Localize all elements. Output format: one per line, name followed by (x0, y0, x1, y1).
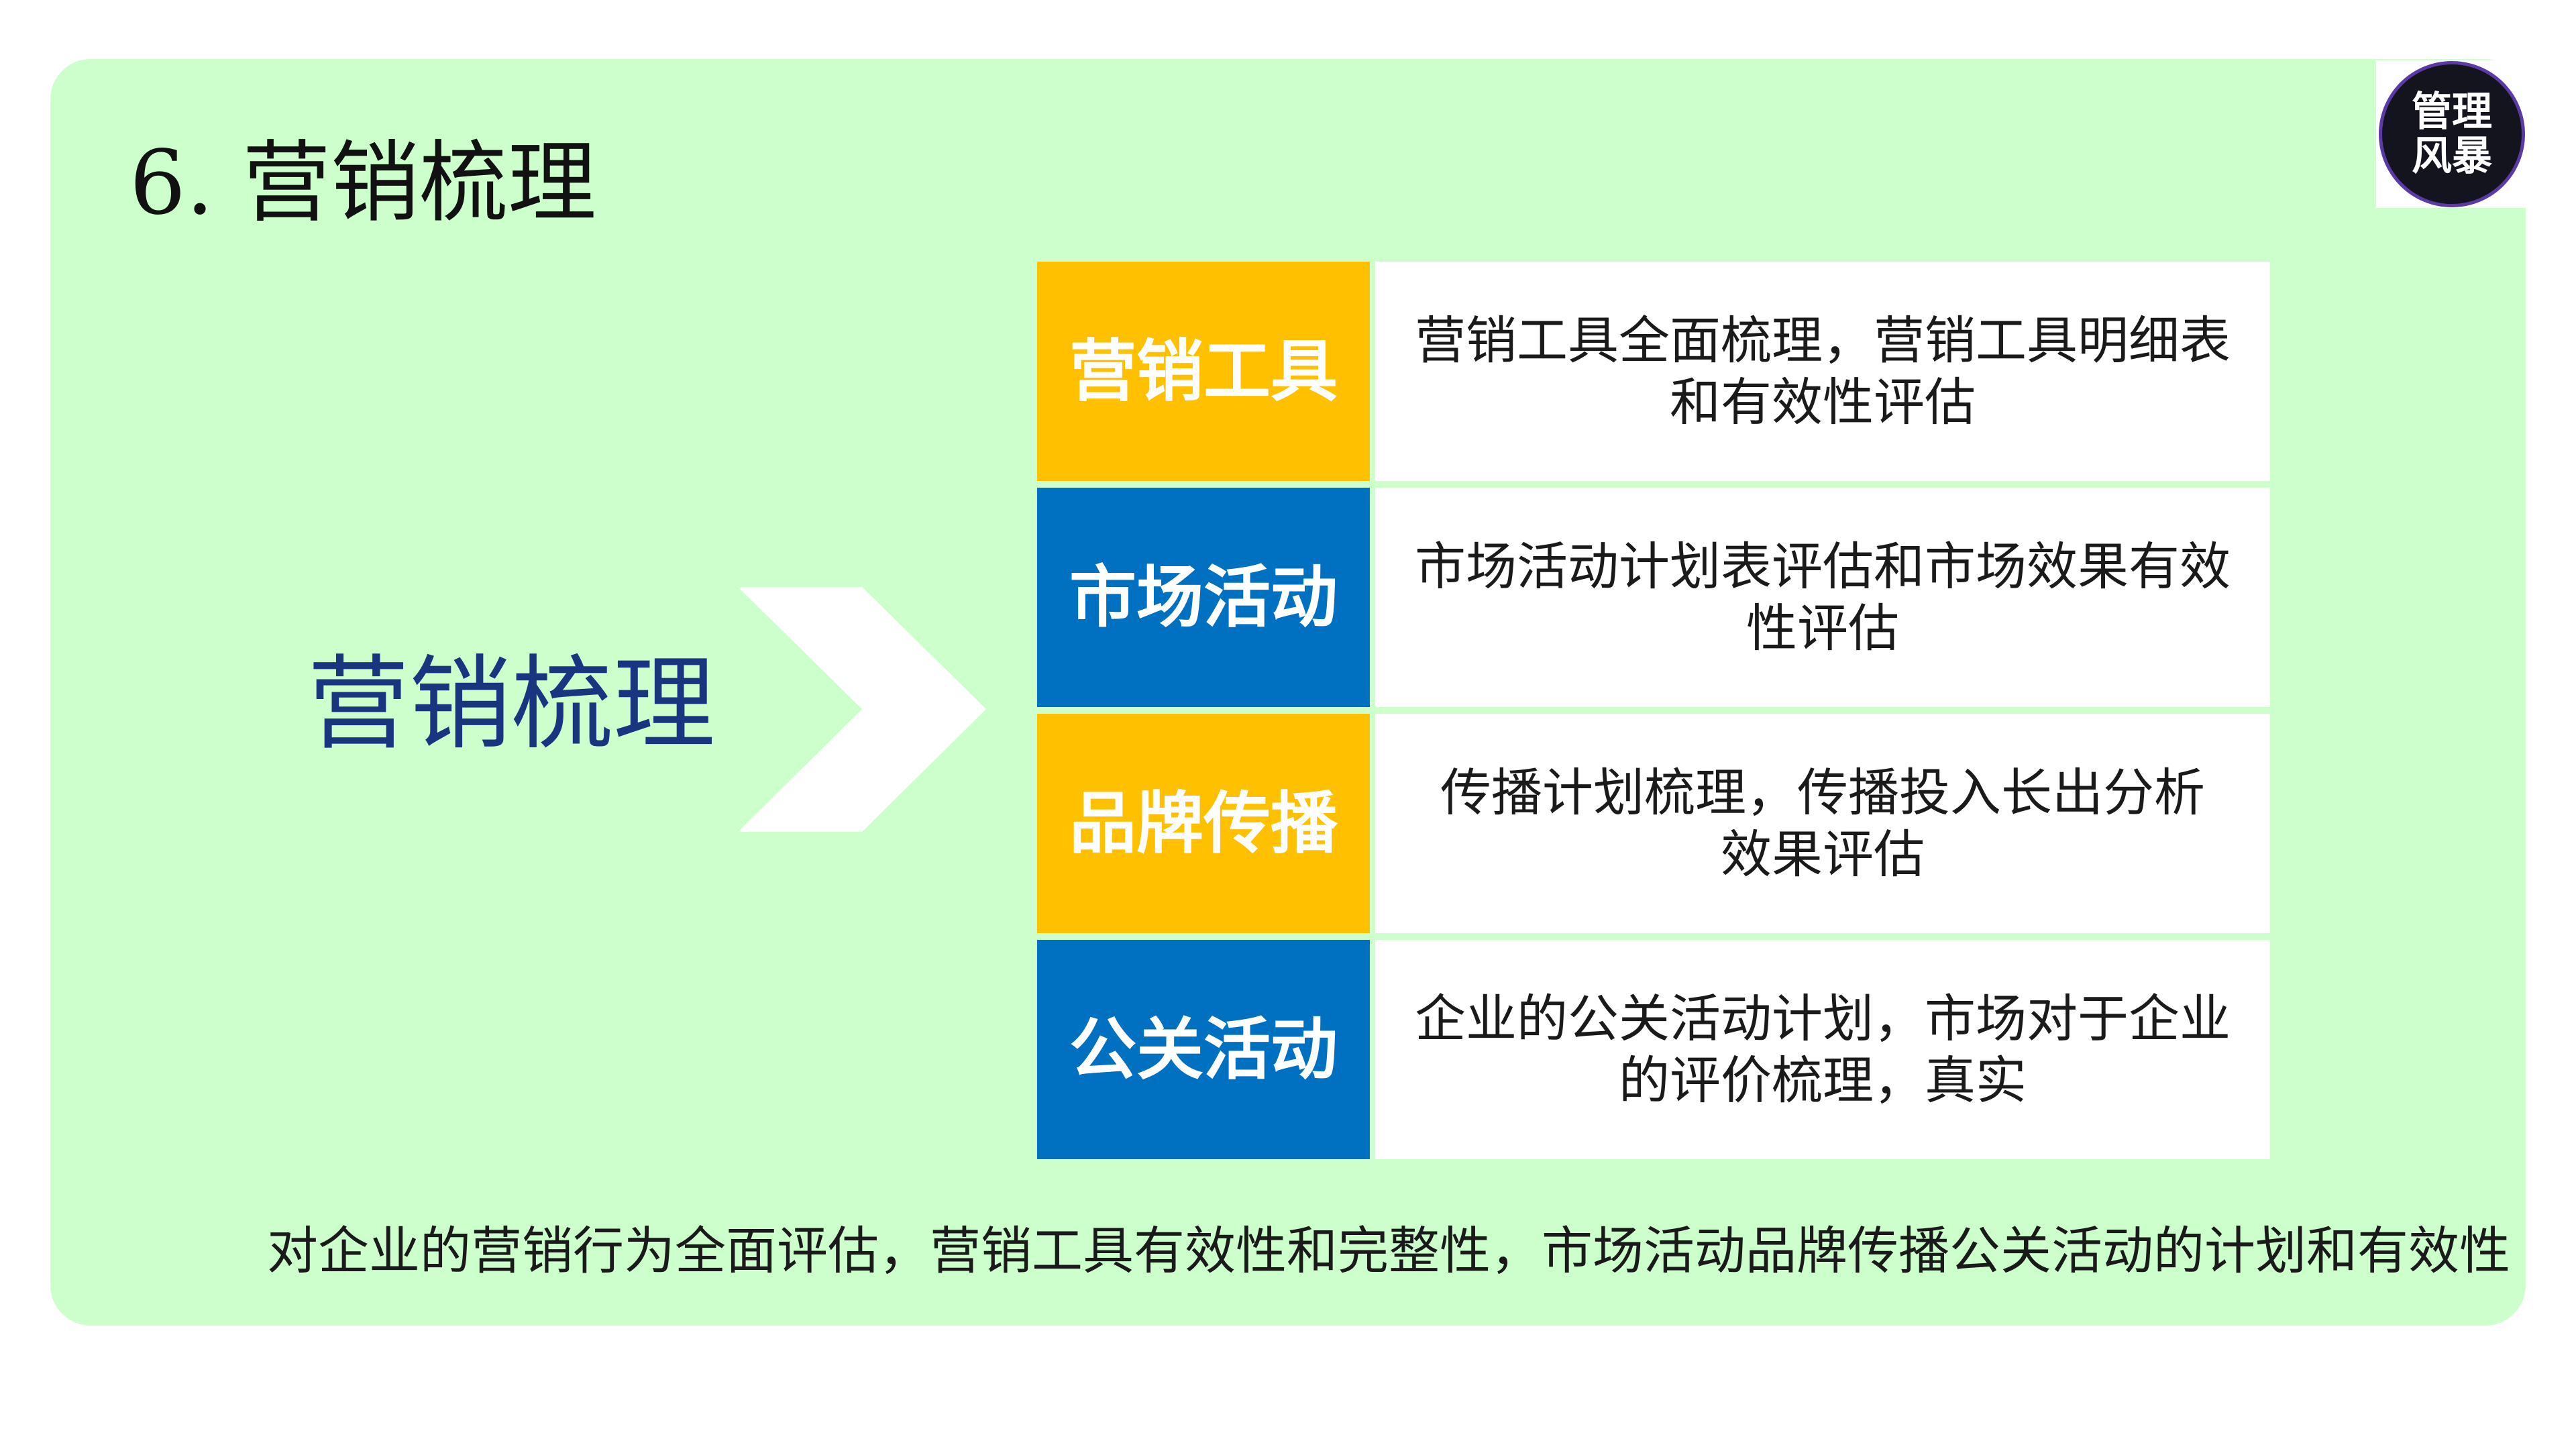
row-brand-communication: 品牌传播 传播计划梳理，传播投入长出分析 效果评估 (1037, 714, 2270, 933)
summary-text: 对企业的营销行为全面评估，营销工具有效性和完整性，市场活动品牌传播公关活动的计划… (267, 1221, 2510, 1281)
row-marketing-tools: 营销工具 营销工具全面梳理，营销工具明细表 和有效性评估 (1037, 262, 2270, 481)
description-box: 传播计划梳理，传播投入长出分析 效果评估 (1375, 714, 2270, 933)
row-market-activities: 市场活动 市场活动计划表评估和市场效果有效 性评估 (1037, 488, 2270, 707)
logo-text-line-2: 风暴 (2412, 133, 2492, 180)
tag-label: 公关活动 (1069, 1010, 1338, 1089)
tag-box: 市场活动 (1037, 488, 1370, 707)
description-line: 和有效性评估 (1670, 372, 1976, 432)
description-box: 市场活动计划表评估和市场效果有效 性评估 (1375, 488, 2270, 707)
tag-label: 市场活动 (1069, 557, 1338, 637)
description-box: 企业的公关活动计划，市场对于企业 的评价梳理，真实 (1375, 940, 2270, 1159)
tag-label: 品牌传播 (1069, 784, 1338, 863)
tag-box: 公关活动 (1037, 940, 1370, 1159)
description-line: 企业的公关活动计划，市场对于企业 (1415, 988, 2231, 1049)
center-label: 营销梳理 (307, 645, 715, 763)
logo-text-line-1: 管理 (2412, 89, 2492, 136)
chevron-right-icon (738, 587, 986, 832)
description-line: 效果评估 (1721, 824, 1925, 884)
brand-logo: 管理 风暴 (2376, 60, 2528, 208)
description-box: 营销工具全面梳理，营销工具明细表 和有效性评估 (1375, 262, 2270, 481)
row-public-relations: 公关活动 企业的公关活动计划，市场对于企业 的评价梳理，真实 (1037, 940, 2270, 1159)
description-line: 营销工具全面梳理，营销工具明细表 (1415, 310, 2231, 370)
tag-box: 品牌传播 (1037, 714, 1370, 933)
tag-label: 营销工具 (1069, 331, 1338, 411)
description-line: 的评价梳理，真实 (1619, 1050, 2027, 1110)
slide-title: 6. 营销梳理 (129, 131, 596, 235)
description-line: 市场活动计划表评估和市场效果有效 (1415, 536, 2231, 596)
logo-badge: 管理 风暴 (2379, 61, 2525, 207)
description-line: 性评估 (1746, 598, 1899, 658)
description-line: 传播计划梳理，传播投入长出分析 (1440, 762, 2205, 822)
tag-box: 营销工具 (1037, 262, 1370, 481)
